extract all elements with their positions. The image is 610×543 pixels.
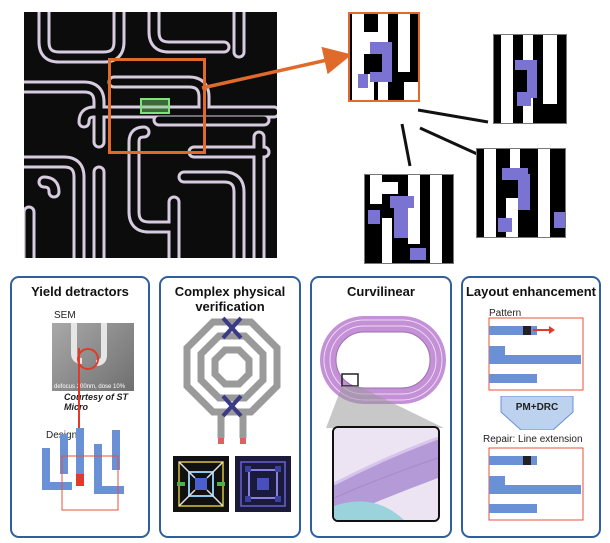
- courtesy-label: Courtesy of ST Micro: [64, 392, 129, 412]
- variant-pattern-2: [476, 148, 566, 238]
- repair-label: Repair: Line extension: [483, 434, 583, 445]
- spiral-inductor: [183, 316, 281, 444]
- panel-layout-enhancement: Layout enhancement Pattern PM+DRC Repair…: [461, 276, 601, 538]
- panel-title: Yield detractors: [31, 284, 129, 299]
- design-drawing: [42, 348, 124, 511]
- panel-title-line1: Complex physical: [174, 284, 286, 299]
- thumb-2-pattern: [240, 461, 286, 507]
- sem-features: [71, 323, 107, 370]
- variant-pattern-3: [364, 174, 454, 264]
- process-label: PM+DRC: [515, 402, 559, 413]
- panel-complex-verification: Complex physical verification: [159, 276, 301, 538]
- variant-pattern-1: [493, 34, 567, 124]
- process-arrow-shape: [500, 396, 574, 430]
- sem-caption: defocus 200nm, dose 10%: [54, 384, 126, 390]
- pattern-drawing: [488, 317, 584, 391]
- repair-drawing: [488, 447, 584, 521]
- zoom-box: [108, 58, 206, 154]
- panel-title-line2: verification: [195, 299, 265, 314]
- hotspot-marker: [140, 98, 170, 114]
- panel-title: Layout enhancement: [465, 284, 597, 299]
- zoomed-pattern: [348, 12, 420, 102]
- curvilinear-zoom: [332, 426, 440, 522]
- verification-thumb-1: [173, 456, 229, 512]
- panel-yield-detractors: Yield detractors SEM defocus 200nm, dose…: [10, 276, 150, 538]
- sem-label: SEM: [54, 310, 76, 321]
- layout-image: [24, 12, 277, 258]
- zoom-arrow: [201, 46, 489, 167]
- process-arrow: PM+DRC: [497, 396, 577, 430]
- curvilinear-zoom-detail: [334, 428, 438, 520]
- thumb-1-pattern: [177, 461, 225, 507]
- sem-image: defocus 200nm, dose 10%: [52, 323, 134, 391]
- pattern-label: Pattern: [489, 308, 522, 319]
- curvilinear-ring: [320, 316, 446, 428]
- verification-thumb-2: [235, 456, 291, 512]
- panel-title: Curvilinear: [347, 284, 415, 299]
- panel-curvilinear: Curvilinear: [310, 276, 452, 538]
